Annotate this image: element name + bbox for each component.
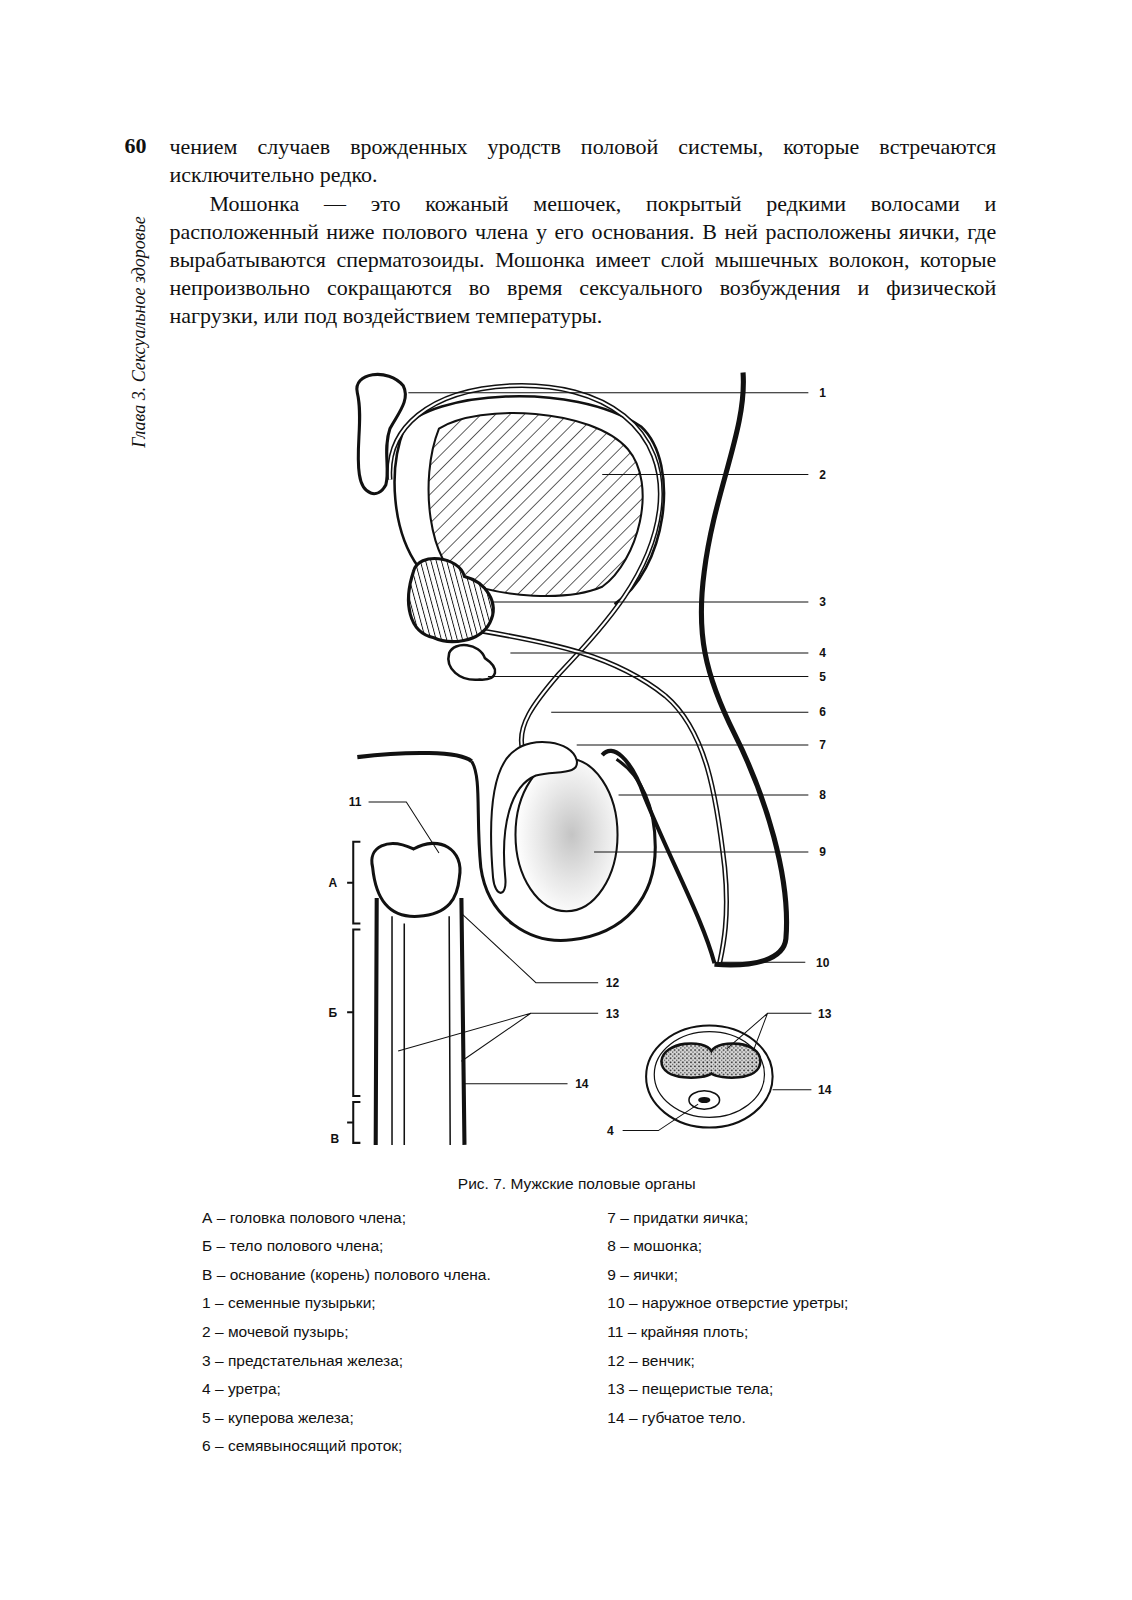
glans: [372, 843, 460, 916]
key-entry: 2 – мочевой пузырь;: [202, 1323, 349, 1342]
leader-line: [398, 1013, 598, 1061]
key-entry: 3 – предстательная железа;: [202, 1351, 403, 1370]
callout-letter: Б: [327, 1005, 338, 1019]
callout-number: 1: [818, 386, 827, 400]
cowper-gland: [448, 645, 495, 680]
urethra: [480, 631, 727, 964]
testis: [515, 758, 617, 911]
callout-letter: В: [329, 1132, 340, 1146]
leader-line: [619, 794, 809, 795]
vas-deferens-lumen: [390, 385, 661, 750]
key-entry: 13 – пещеристые тела;: [607, 1380, 773, 1399]
callout-number: 9: [818, 845, 827, 859]
leader-line: [488, 676, 808, 677]
figure-caption: Рис. 7. Мужские половые органы: [458, 1175, 696, 1194]
callout-number: 11: [348, 795, 363, 809]
cross-section-inner: [654, 1032, 764, 1118]
callout-number: 13: [605, 1006, 620, 1020]
seminal-vesicle: [357, 374, 406, 493]
callout-number: 8: [818, 788, 827, 802]
leader-line: [773, 1089, 812, 1090]
penis-outline: [602, 751, 714, 963]
leader-line: [602, 474, 808, 475]
callout-number: 14: [574, 1077, 589, 1091]
body-paragraph: чением случаев врожденных уродств полово…: [169, 133, 996, 189]
prostate: [409, 558, 494, 641]
key-entry: 7 – придатки яичка;: [607, 1208, 748, 1227]
body-contour: [357, 753, 471, 761]
leader-line: [594, 852, 808, 853]
key-entry: 1 – семенные пузырьки;: [202, 1294, 376, 1313]
leader-line: [510, 653, 808, 654]
leader-line: [461, 913, 598, 982]
callout-number: 4: [606, 1124, 615, 1138]
key-entry: 4 – уретра;: [202, 1380, 281, 1399]
callout-number: 5: [818, 670, 827, 684]
key-entry: Б – тело полового члена;: [202, 1237, 383, 1256]
callout-number: 2: [818, 467, 827, 481]
key-entry: 8 – мошонка;: [607, 1237, 702, 1256]
leader-line: [492, 602, 808, 603]
page-number: 60: [125, 133, 147, 159]
callout-number: 13: [817, 1006, 832, 1020]
callout-number: 4: [818, 646, 827, 660]
key-entry: 10 – наружное отверстие уретры;: [607, 1294, 848, 1313]
leader-line: [408, 392, 808, 393]
leader-line: [369, 802, 439, 853]
cavernous-bodies: [661, 1043, 760, 1077]
callout-number: 14: [817, 1083, 832, 1097]
penis-shaft: [376, 898, 465, 1145]
key-entry: 6 – семявыносящий проток;: [202, 1437, 402, 1456]
key-entry: А – головка полового члена;: [202, 1208, 406, 1227]
leader-line: [464, 1083, 567, 1084]
vas-deferens: [390, 385, 661, 750]
leader-line: [727, 1013, 812, 1051]
leader-line: [577, 744, 809, 745]
callout-number: 3: [818, 595, 827, 609]
callout-letter: А: [327, 876, 338, 890]
urethra-section: [698, 1097, 710, 1103]
penis-outline: [701, 372, 786, 964]
key-entry: В – основание (корень) полового члена.: [202, 1266, 491, 1285]
running-header: Глава 3. Сексуальное здоровье: [129, 216, 151, 448]
bladder-wall: [395, 429, 419, 568]
callout-number: 10: [815, 955, 830, 969]
leader-line: [551, 712, 808, 713]
key-entry: 14 – губчатое тело.: [607, 1409, 745, 1428]
leader-line: [721, 962, 806, 963]
spongy-body: [689, 1091, 720, 1109]
callout-number: 7: [818, 738, 827, 752]
leader-line: [623, 1104, 699, 1131]
key-entry: 12 – венчик;: [607, 1351, 695, 1370]
key-entry: 11 – крайняя плоть;: [607, 1323, 748, 1342]
cross-section: [646, 1026, 773, 1128]
body-paragraph: Мошонка — это кожаный мешочек, покрытый …: [169, 190, 996, 330]
epididymis: [491, 742, 577, 893]
key-entry: 5 – куперова железа;: [202, 1409, 354, 1428]
key-entry: 9 – яички;: [607, 1266, 678, 1285]
urethra-lumen: [480, 631, 727, 964]
bracket: [347, 842, 360, 924]
callout-number: 12: [605, 976, 620, 990]
bracket: [347, 930, 360, 1096]
callout-number: 6: [818, 705, 827, 719]
penis-shaft-inner: [392, 916, 450, 1145]
bracket: [347, 1102, 360, 1143]
leader-lines: [369, 393, 812, 1131]
